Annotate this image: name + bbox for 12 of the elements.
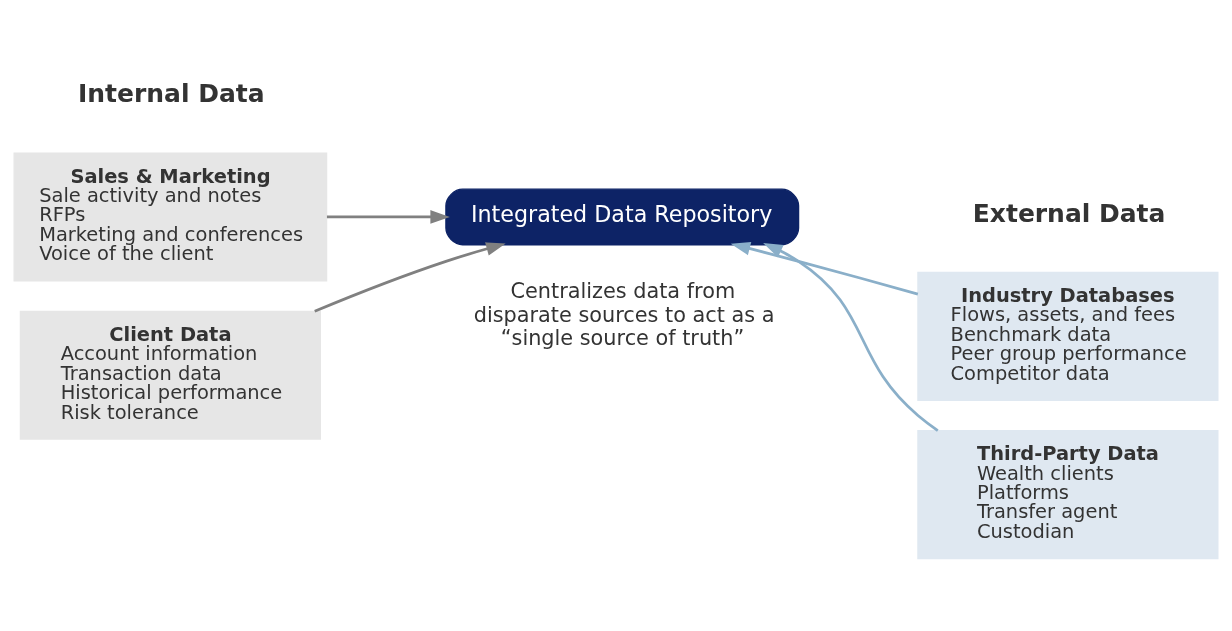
arrow bbox=[314, 242, 506, 313]
node-label: Centralizes data from disparate sources to act as a “single source of truth” bbox=[473, 279, 775, 351]
node-box: Integrated Data Repository bbox=[445, 188, 800, 246]
label: External Data bbox=[972, 198, 1166, 228]
node-box: Third-Party Data Wealth clients Platforms Transfer agent Custodian bbox=[917, 430, 1219, 560]
arrow bbox=[326, 210, 450, 224]
arrow bbox=[763, 242, 939, 432]
arrow bbox=[730, 241, 919, 296]
node-box: Sales & Marketing Sale activity and notes RFPs Marketing and conferences Voice of the client bbox=[13, 152, 328, 282]
node-box: Client Data Account information Transaction data Historical performance Risk tolerance bbox=[19, 310, 321, 440]
label: Internal Data bbox=[78, 79, 265, 109]
node-box: Industry Databases Flows, assets, and fees Benchmark data Peer group performance Competitor data bbox=[917, 271, 1219, 401]
